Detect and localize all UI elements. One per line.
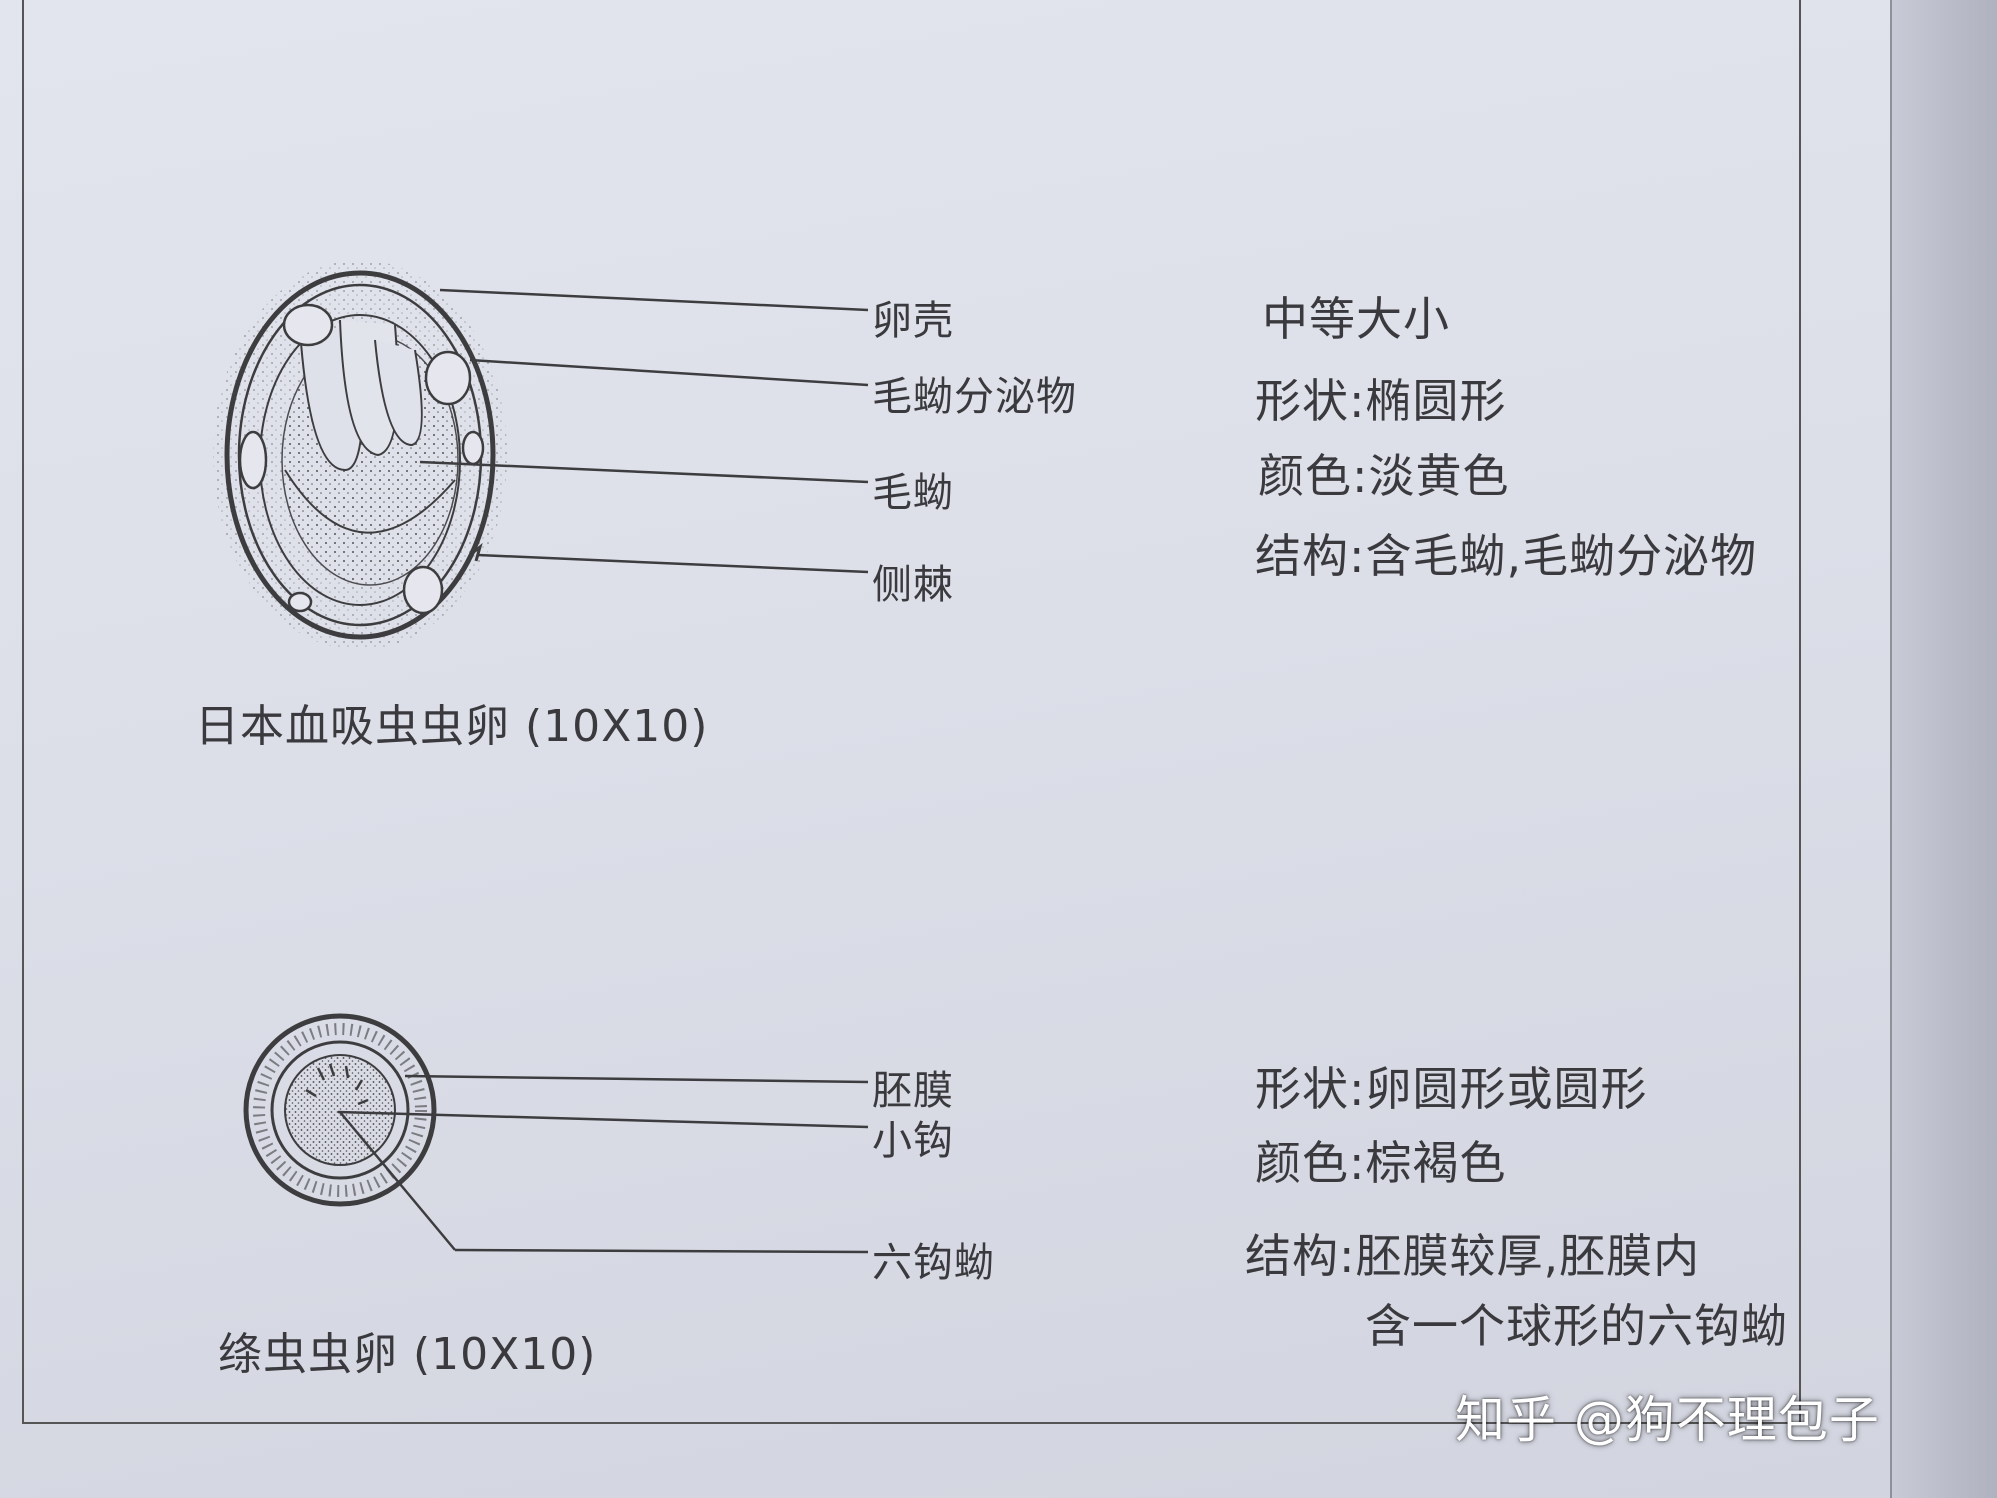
zhihu-watermark: 知乎 @狗不理包子	[1455, 1391, 1880, 1449]
page-border	[22, 0, 1801, 1424]
taenia-egg-drawing	[243, 1013, 437, 1207]
taenia-color: 颜色:棕褐色	[1255, 1136, 1507, 1190]
schistosome-leader-lines	[419, 288, 869, 574]
taenia-leader-lines	[337, 1074, 869, 1254]
label-oncosphere: 六钩蚴	[872, 1240, 995, 1286]
schistosome-structure: 结构:含毛蚴,毛蚴分泌物	[1255, 529, 1758, 583]
taenia-egg-caption: 绦虫虫卵 (10X10)	[218, 1329, 597, 1380]
taenia-structure-line2: 含一个球形的六钩蚴	[1365, 1299, 1788, 1353]
label-embryophore: 胚膜	[872, 1068, 954, 1114]
label-miracidium-secretion: 毛蚴分泌物	[872, 374, 1077, 420]
label-eggshell: 卵壳	[872, 298, 954, 344]
schistosome-egg-drawing	[213, 260, 507, 650]
label-miracidium: 毛蚴	[872, 470, 954, 516]
notebook-page	[0, 0, 1900, 1498]
taenia-structure-line1: 结构:胚膜较厚,胚膜内	[1245, 1229, 1701, 1283]
schistosome-egg-caption: 日本血吸虫虫卵 (10X10)	[195, 701, 709, 752]
schistosome-size: 中等大小	[1262, 292, 1450, 346]
taenia-shape: 形状:卵圆形或圆形	[1255, 1062, 1648, 1116]
label-hooklets: 小钩	[872, 1118, 954, 1164]
schistosome-shape: 形状:椭圆形	[1255, 374, 1507, 428]
label-lateral-spine: 侧棘	[872, 562, 954, 608]
page-edge	[1890, 0, 1997, 1498]
schistosome-color: 颜色:淡黄色	[1258, 449, 1510, 503]
